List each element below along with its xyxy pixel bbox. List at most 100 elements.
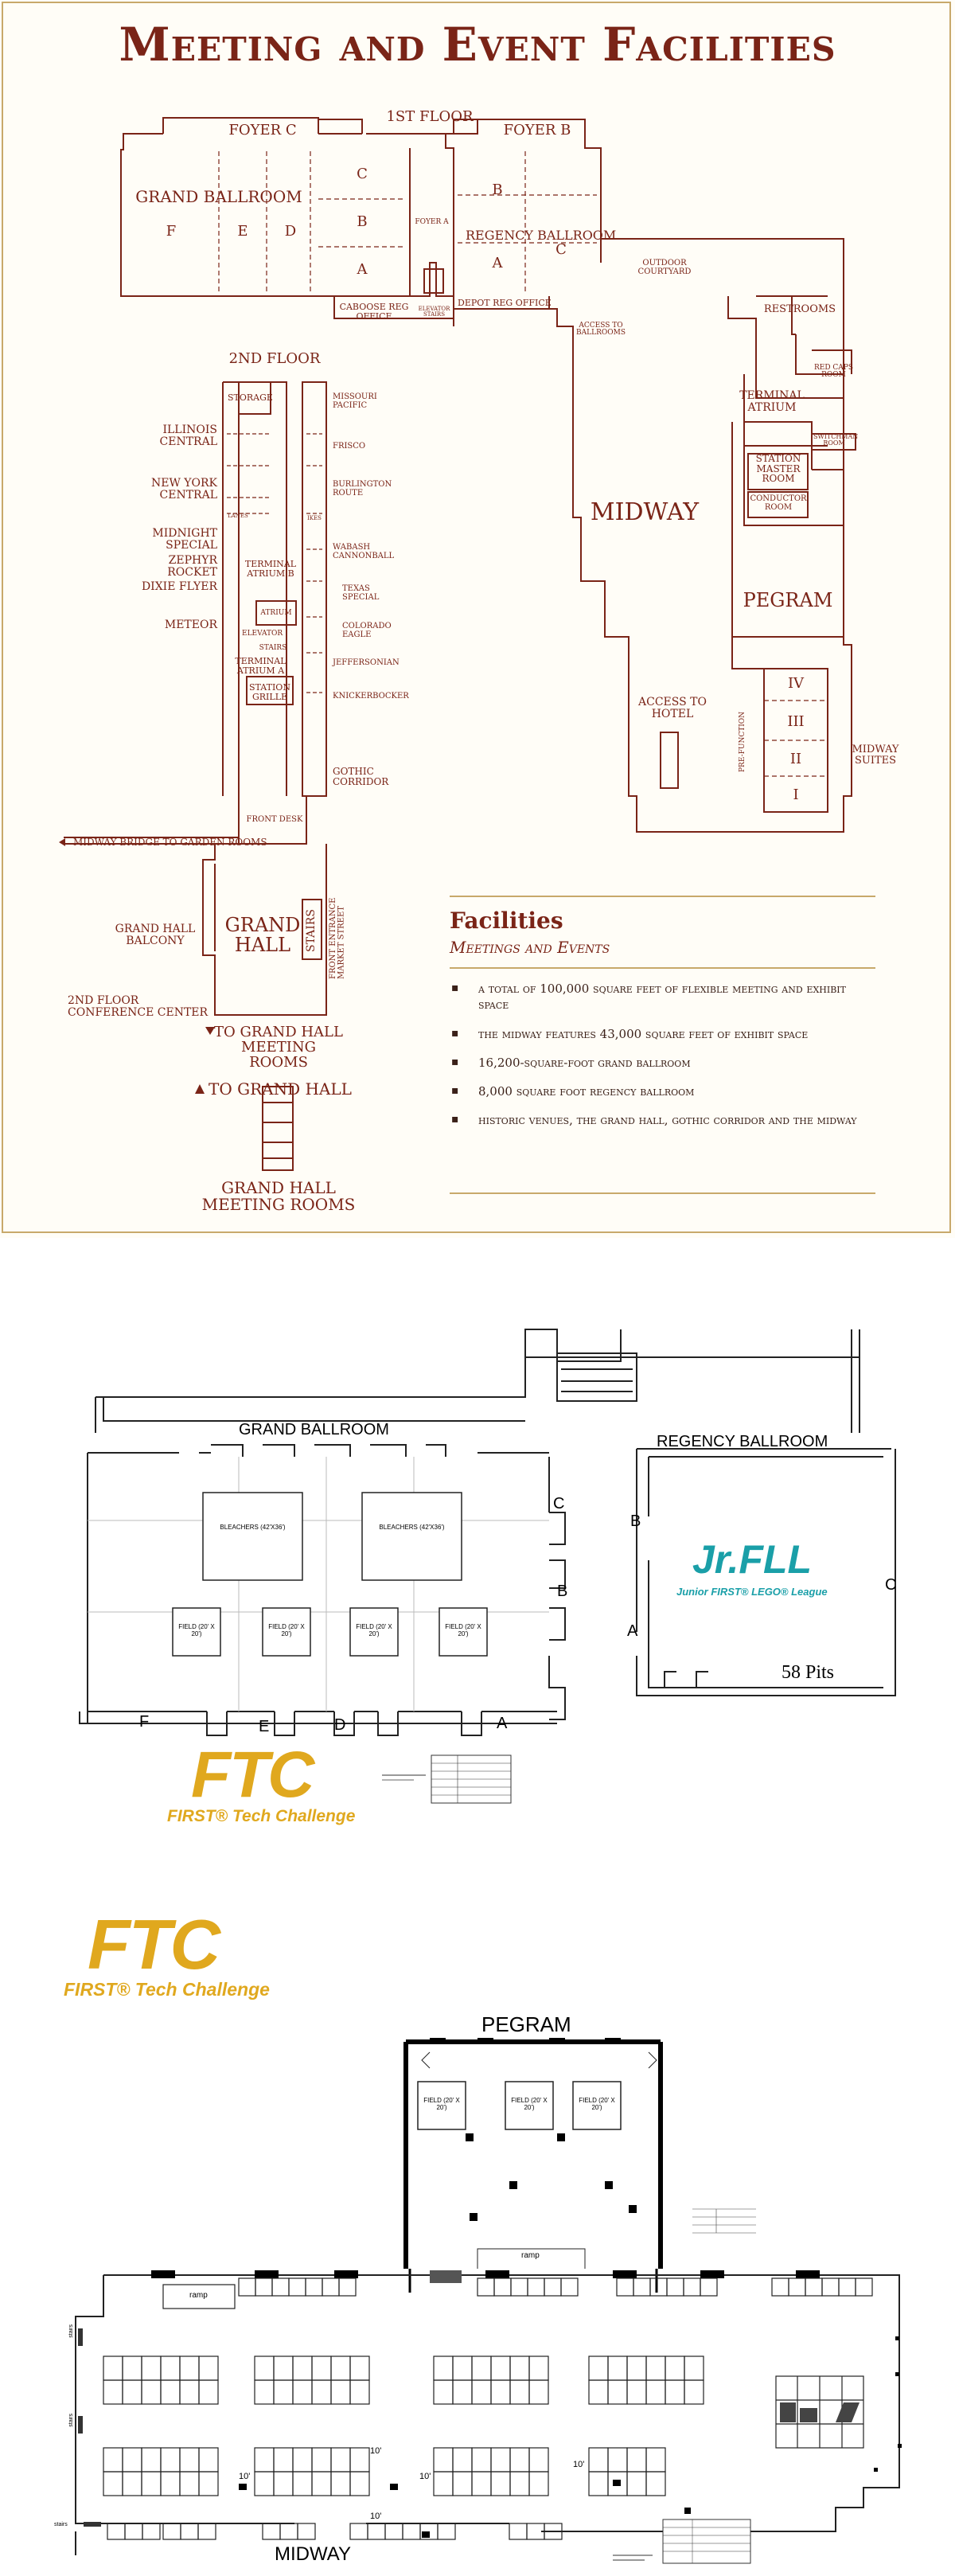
ftc-logo-ballroom: FTC FIRST® Tech Challenge bbox=[167, 1739, 355, 1826]
floor-plan-lines bbox=[59, 117, 856, 1171]
booth bbox=[311, 2447, 332, 2473]
grand-hall-label: Grand Hall bbox=[224, 914, 301, 957]
missouri-pacific-label: Missouri Pacific bbox=[333, 392, 377, 410]
rb-section-c: C bbox=[555, 241, 567, 258]
ftc-logo-text: FTC bbox=[191, 1739, 314, 1811]
booth bbox=[254, 2379, 275, 2405]
pegram-ramp-label: ramp bbox=[521, 2251, 540, 2260]
facilities-heading: Facilities bbox=[450, 907, 563, 934]
booth bbox=[588, 2379, 609, 2405]
restrooms-label: Restrooms bbox=[763, 303, 836, 315]
facilities-bullet: 16,200-square-foot grand ballroom bbox=[450, 1055, 875, 1071]
station-master-room-label: Station Master Room bbox=[755, 453, 801, 485]
booth bbox=[292, 2447, 313, 2473]
pegram-section-i: I bbox=[793, 786, 799, 803]
booth bbox=[103, 2447, 123, 2473]
depot-reg-office-label: Depot Reg Office bbox=[458, 298, 552, 308]
aisle-label-4: 10' bbox=[573, 2460, 585, 2469]
booth bbox=[305, 2277, 323, 2297]
gb-bottom-f: F bbox=[139, 1713, 150, 1731]
booth bbox=[124, 2523, 143, 2540]
booth bbox=[433, 2471, 454, 2496]
booth bbox=[330, 2379, 351, 2405]
booth bbox=[297, 2523, 316, 2540]
booth bbox=[544, 2523, 563, 2540]
booth bbox=[198, 2355, 219, 2381]
booth bbox=[198, 2447, 219, 2473]
grand-hall-meeting-rooms-label: Grand Hall Meeting Rooms bbox=[201, 1178, 356, 1214]
frisco-label: Frisco bbox=[333, 442, 366, 451]
foyer-b-label: Foyer B bbox=[503, 122, 571, 139]
gb-section-a: A bbox=[357, 261, 368, 278]
booth bbox=[633, 2277, 651, 2297]
booth bbox=[311, 2379, 332, 2405]
booth bbox=[103, 2355, 123, 2381]
foyer-c-label: Foyer C bbox=[228, 122, 297, 139]
rb-label-c: C bbox=[885, 1576, 897, 1594]
booth bbox=[788, 2277, 806, 2297]
booth bbox=[273, 2447, 294, 2473]
ftc-tagline: FIRST® Tech Challenge bbox=[167, 1807, 356, 1825]
booth bbox=[838, 2277, 856, 2297]
gb-section-f: F bbox=[166, 223, 177, 240]
booth bbox=[607, 2355, 628, 2381]
dixie-flyer-label: Dixie Flyer bbox=[141, 580, 217, 593]
ikes-label: Ikes bbox=[307, 515, 322, 521]
booth bbox=[349, 2471, 370, 2496]
booth bbox=[160, 2447, 181, 2473]
gb-section-e: E bbox=[237, 223, 248, 240]
booth bbox=[528, 2355, 549, 2381]
ballroom-layout-panel: GRAND BALLROOM REGENCY BALLROOM BLEACHER… bbox=[0, 1242, 955, 1879]
booth bbox=[254, 2471, 275, 2496]
midnight-special-label: Midnight Special bbox=[152, 527, 217, 552]
booth bbox=[560, 2277, 579, 2297]
gb-bottom-a: A bbox=[497, 1715, 508, 1732]
booth bbox=[588, 2355, 609, 2381]
booth bbox=[311, 2471, 332, 2496]
booth bbox=[179, 2379, 200, 2405]
booth bbox=[452, 2447, 473, 2473]
ftc-tagline: FIRST® Tech Challenge bbox=[64, 1979, 270, 2000]
booth bbox=[437, 2523, 456, 2540]
booth bbox=[273, 2471, 294, 2496]
booth bbox=[509, 2523, 528, 2540]
conference-center-label: 2nd Floor Conference Center bbox=[68, 994, 209, 1019]
booth bbox=[700, 2277, 718, 2297]
booth bbox=[665, 2379, 685, 2405]
brochure-border bbox=[2, 2, 951, 1233]
midway-ramp-label: ramp bbox=[189, 2291, 208, 2300]
facilities-bullet: 8,000 square foot regency ballroom bbox=[450, 1083, 875, 1099]
meteor-label: Meteor bbox=[164, 619, 217, 631]
pegram-label: Pegram bbox=[743, 589, 833, 611]
booth bbox=[452, 2355, 473, 2381]
burlington-route-label: Burlington Route bbox=[333, 480, 392, 498]
booth bbox=[349, 2355, 370, 2381]
booth bbox=[471, 2355, 492, 2381]
booth bbox=[197, 2523, 216, 2540]
booth bbox=[855, 2277, 873, 2297]
booth bbox=[271, 2277, 290, 2297]
booth bbox=[262, 2523, 281, 2540]
stairs-label-3: stairs bbox=[54, 2522, 68, 2527]
grand-hall-balcony-label: Grand Hall Balcony bbox=[115, 923, 196, 947]
first-floor-label: 1st Floor bbox=[386, 108, 474, 125]
booth bbox=[528, 2379, 549, 2405]
booth bbox=[528, 2447, 549, 2473]
booth bbox=[683, 2277, 701, 2297]
front-entrance-label: Front Entrance Market Street bbox=[329, 897, 346, 979]
booth bbox=[471, 2471, 492, 2496]
booth bbox=[238, 2277, 256, 2297]
pegram-section-iii: III bbox=[787, 713, 805, 730]
gb-side-b: B bbox=[557, 1583, 568, 1600]
texas-special-label: Texas Special bbox=[342, 584, 380, 602]
booth bbox=[433, 2379, 454, 2405]
midway-plan-lines bbox=[75, 2038, 902, 2564]
field-label-2: FIELD (20' X 20') bbox=[268, 1623, 305, 1637]
booth bbox=[626, 2355, 647, 2381]
booth bbox=[509, 2447, 530, 2473]
ftc-logo-text: FTC bbox=[88, 1905, 220, 1984]
booth bbox=[103, 2471, 123, 2496]
stairs-label: Stairs bbox=[259, 644, 287, 652]
booth bbox=[645, 2471, 666, 2496]
elevator-label: Elevator bbox=[242, 630, 283, 638]
